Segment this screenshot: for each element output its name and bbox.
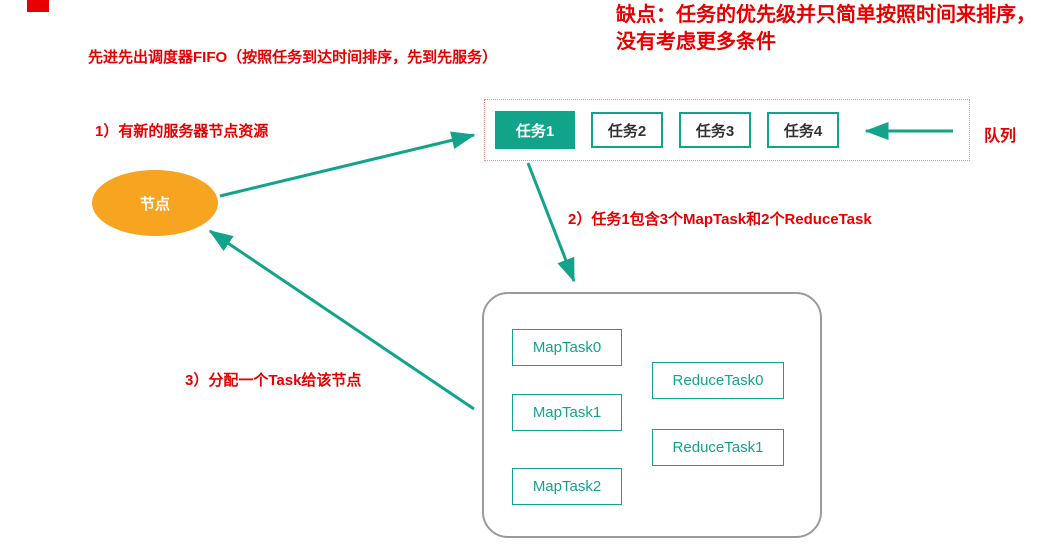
map-task-0-label: MapTask0 — [532, 339, 602, 356]
task-box-4: 任务4 — [767, 112, 839, 148]
reduce-task-0-label: ReduceTask0 — [672, 372, 764, 389]
diagram-title: 先进先出调度器FIFO（按照任务到达时间排序，先到先服务） — [88, 49, 498, 66]
map-task-1-box: MapTask1 — [512, 394, 622, 431]
task-box-3-label: 任务3 — [695, 122, 735, 140]
disadvantage-note-line2: 没有考虑更多条件 — [616, 31, 776, 53]
map-task-0-box: MapTask0 — [512, 329, 622, 366]
map-task-1-label: MapTask1 — [532, 404, 602, 421]
disadvantage-note: 缺点：任务的优先级并只简单按照时间来排序， 没有考虑更多条件 — [616, 2, 1036, 56]
task-box-2: 任务2 — [591, 112, 663, 148]
task-box-1: 任务1 — [495, 111, 575, 149]
step2-label: 2）任务1包含3个MapTask和2个ReduceTask — [568, 211, 872, 228]
step1-label: 1）有新的服务器节点资源 — [95, 123, 269, 140]
queue-box: 任务1 任务2 任务3 任务4 — [484, 99, 970, 161]
red-marker — [27, 0, 49, 12]
task-box-1-label: 任务1 — [515, 122, 555, 140]
step3-label: 3）分配一个Task给该节点 — [185, 372, 362, 389]
disadvantage-note-line1: 缺点：任务的优先级并只简单按照时间来排序， — [616, 4, 1036, 26]
task-box-3: 任务3 — [679, 112, 751, 148]
arrow-node-to-queue — [219, 131, 476, 198]
reduce-task-1-label: ReduceTask1 — [672, 439, 764, 456]
task-box-4-label: 任务4 — [783, 122, 823, 140]
map-task-2-box: MapTask2 — [512, 468, 622, 505]
task-box-2-label: 任务2 — [607, 122, 647, 140]
node-label: 节点 — [139, 195, 170, 213]
queue-label: 队列 — [984, 128, 1017, 145]
map-task-2-label: MapTask2 — [532, 478, 602, 495]
reduce-task-0-box: ReduceTask0 — [652, 362, 784, 399]
task-detail-container: MapTask0 MapTask1 MapTask2 ReduceTask0 R… — [482, 292, 822, 538]
reduce-task-1-box: ReduceTask1 — [652, 429, 784, 466]
node-ellipse: 节点 — [92, 170, 218, 236]
